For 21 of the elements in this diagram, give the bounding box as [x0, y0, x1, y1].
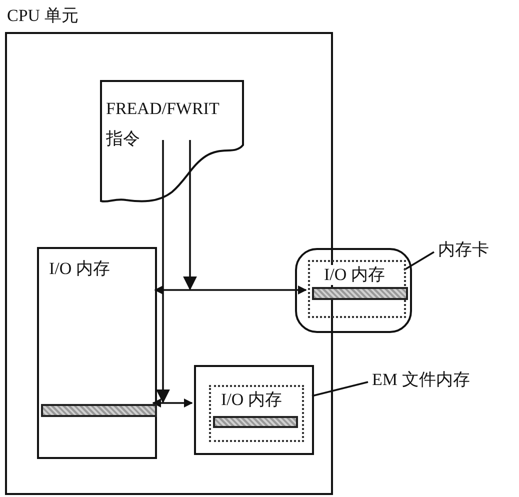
arrow: [154, 286, 307, 294]
leader-line: [312, 381, 368, 397]
heading-label: I/O 内存: [49, 259, 110, 279]
instruction-text: FREAD/FWRIT 指令: [106, 98, 220, 150]
arrow: [183, 140, 197, 290]
arrow: [152, 398, 193, 408]
dashed-area: [308, 260, 406, 318]
dashed-area: [209, 385, 304, 442]
callout-label: 内存卡: [438, 240, 489, 260]
callout-label: EM 文件内存: [372, 370, 470, 390]
area-label: I/O 内存: [322, 265, 387, 285]
arrow: [156, 140, 170, 404]
area-label: I/O 内存: [219, 390, 284, 410]
leader-line: [404, 251, 434, 271]
memory-bar: [41, 404, 157, 417]
unit-box: [194, 365, 314, 455]
heading-label: CPU 单元: [7, 6, 78, 26]
memory-bar: [213, 416, 298, 428]
card-box: [295, 248, 412, 333]
memory-bar: [312, 287, 408, 300]
unit-box: [37, 247, 157, 459]
